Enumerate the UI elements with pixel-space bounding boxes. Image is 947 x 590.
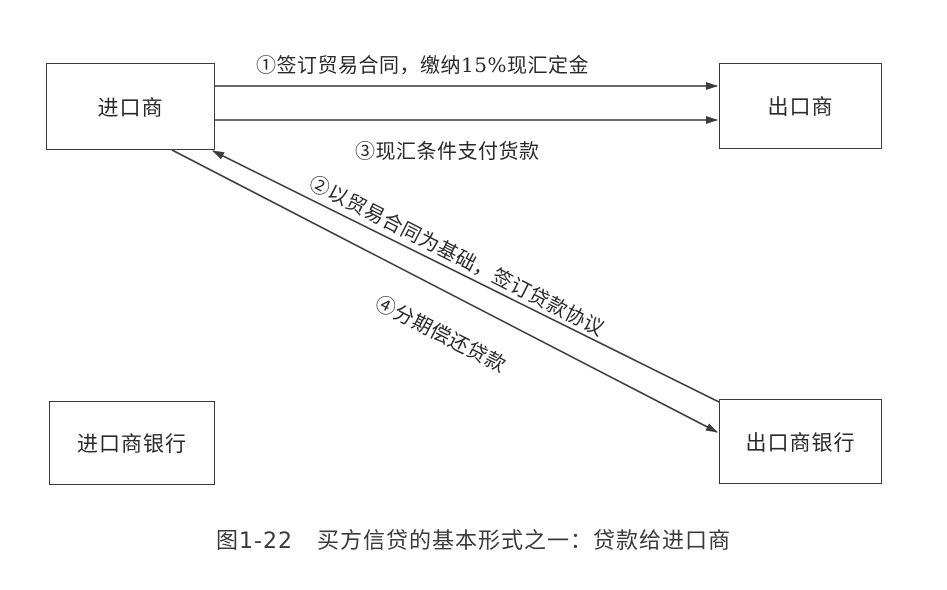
node-exporter: 出口商 xyxy=(719,63,882,149)
figure-number: 图1-22 xyxy=(216,529,293,554)
edge-label-step1: ①签订贸易合同，缴纳15%现汇定金 xyxy=(256,53,589,77)
arrow-step4 xyxy=(171,149,718,433)
edge-label-step3: ③现汇条件支付货款 xyxy=(355,139,540,163)
node-importer: 进口商 xyxy=(46,63,215,150)
node-importer-label: 进口商 xyxy=(97,95,164,120)
node-importer-bank-label: 进口商银行 xyxy=(77,432,187,456)
node-importer-bank: 进口商银行 xyxy=(49,401,215,485)
figure-title: 买方信贷的基本形式之一：贷款给进口商 xyxy=(316,529,731,554)
node-exporter-bank-label: 出口商银行 xyxy=(745,430,856,455)
node-exporter-label: 出口商 xyxy=(767,95,834,119)
arrow-step2 xyxy=(212,150,720,403)
node-exporter-bank: 出口商银行 xyxy=(719,399,882,484)
figure-caption: 图1-22 买方信贷的基本形式之一：贷款给进口商 xyxy=(0,523,947,555)
